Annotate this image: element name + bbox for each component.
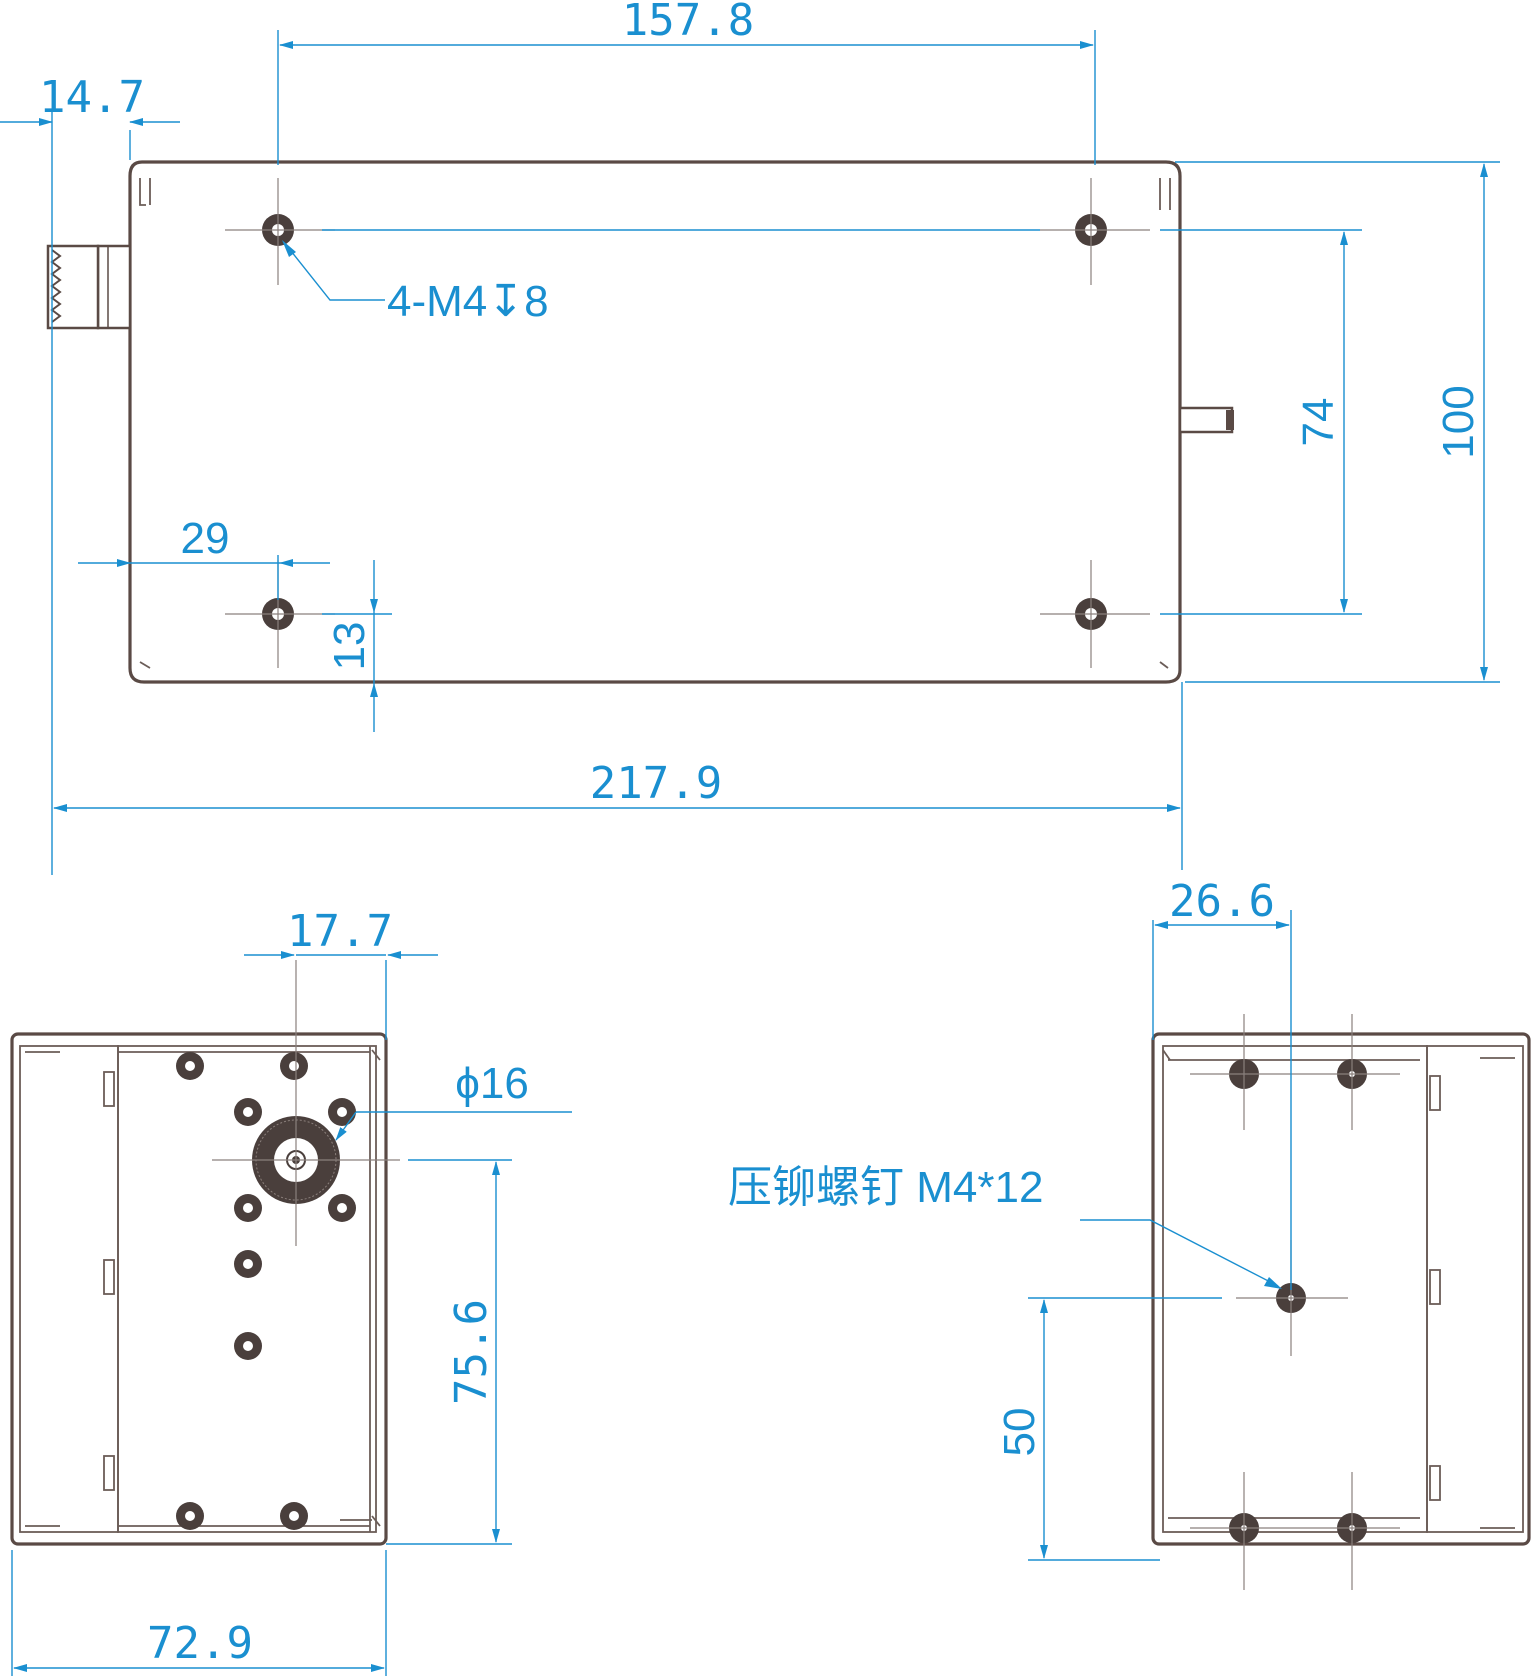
dim-50: 50 [995,1408,1044,1457]
mount-hole [234,1194,262,1222]
side-tab [1429,1075,1441,1111]
side-tab [103,1455,115,1491]
side-tab [103,1071,115,1107]
mount-hole [328,1098,356,1126]
dim-17-7: 17.7 [287,906,393,957]
dim-phi-16: ϕ16 [455,1059,529,1108]
dim-29: 29 [181,514,230,563]
dim-74: 74 [1294,398,1343,447]
mount-hole [234,1098,262,1126]
corner-tab [1159,178,1171,210]
sma-connector [46,244,132,330]
corner-tab [139,661,1169,669]
mount-hole [280,1052,308,1080]
dim-157-8: 157.8 [622,0,754,46]
corner-tab [340,1049,381,1527]
dim-26-6: 26.6 [1169,876,1275,927]
side-tab [1429,1465,1441,1501]
right-view-dimensions: 26.6 压铆螺钉 M4*12 50 [728,876,1292,1561]
mount-hole [176,1052,204,1080]
corner-tab [1162,1049,1515,1529]
right-end-view [1151,1014,1531,1590]
mount-hole [234,1332,262,1360]
output-pin [1178,406,1234,434]
label-rivet-screw: 压铆螺钉 M4*12 [728,1163,1043,1212]
dim-13: 13 [325,622,374,671]
top-view-body [128,160,1182,684]
side-tab [103,1259,115,1295]
mount-hole [176,1502,204,1530]
right-view-side [1426,1045,1524,1533]
left-view-dimensions: 17.7 ϕ16 75.6 72.9 [11,906,572,1676]
mount-hole [328,1194,356,1222]
mount-hole [234,1250,262,1278]
dim-217-9: 217.9 [590,758,722,809]
mount-hole [280,1502,308,1530]
label-4-m4: 4-M4↧8 [387,277,549,326]
dim-75-6: 75.6 [446,1299,497,1405]
side-tab [1429,1269,1441,1305]
dim-72-9: 72.9 [147,1618,253,1669]
top-view [46,160,1234,684]
dim-14-7: 14.7 [39,72,145,123]
left-end-view [10,960,400,1546]
top-view-dimensions: 157.8 14.7 4-M4↧8 74 100 29 13 [0,0,1500,875]
dim-100: 100 [1434,385,1483,458]
left-view-plate [117,1045,377,1533]
side-tab [25,1051,60,1527]
corner-tab [139,178,151,206]
right-view-outer [1151,1032,1531,1546]
